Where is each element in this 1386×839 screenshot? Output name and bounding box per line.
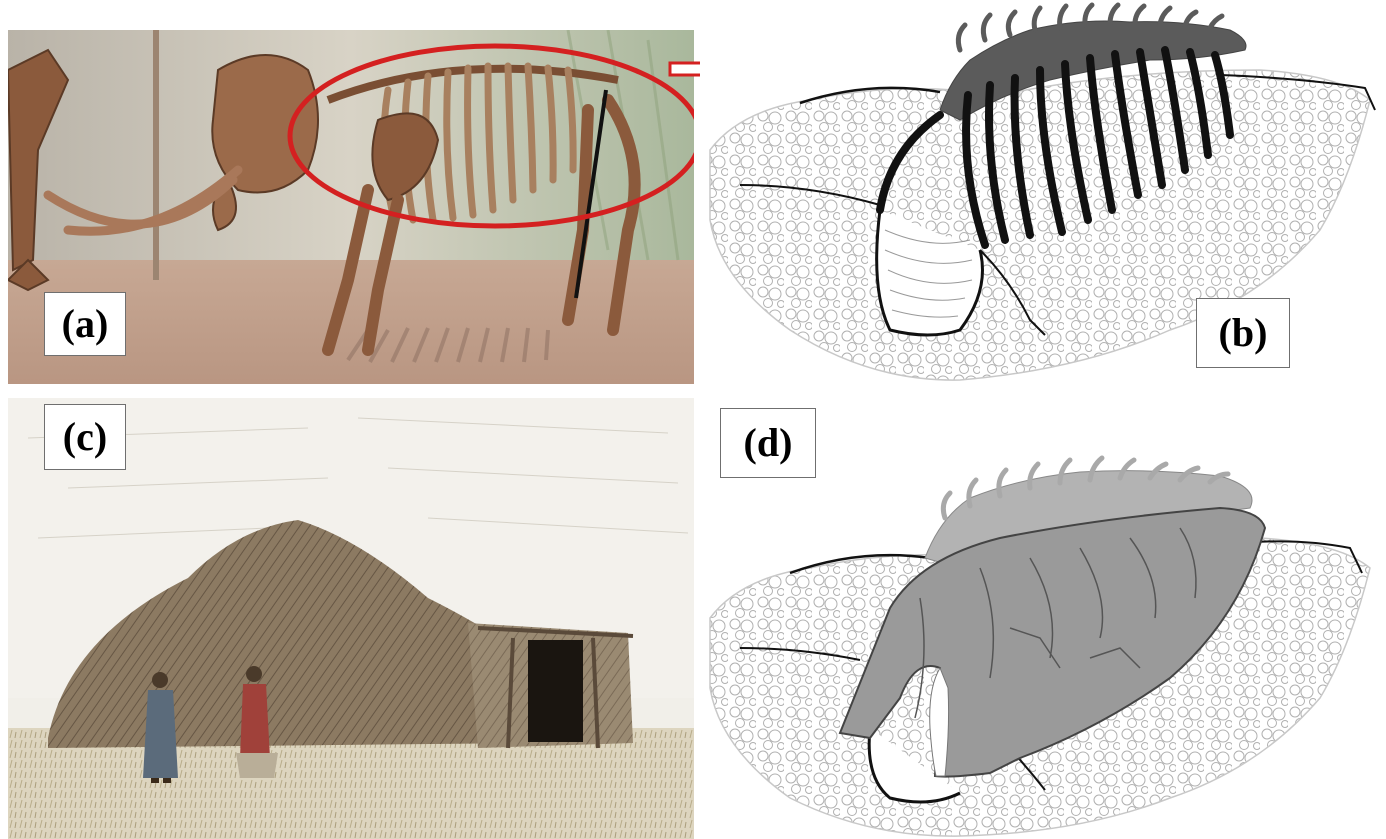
panel-label-a: (a): [44, 292, 126, 356]
panel-d-covered-dwelling-drawing: (d): [700, 398, 1384, 839]
panel-b-rib-drawing: (b): [700, 0, 1384, 388]
lodge-doorway: [528, 640, 583, 742]
panel-label-b: (b): [1196, 298, 1290, 368]
panel-a-skeleton-photo: (a): [8, 30, 694, 384]
panel-label-d: (d): [720, 408, 816, 478]
panel-label-c: (c): [44, 404, 126, 470]
panel-c-earth-lodge-engraving: (c): [8, 398, 694, 839]
